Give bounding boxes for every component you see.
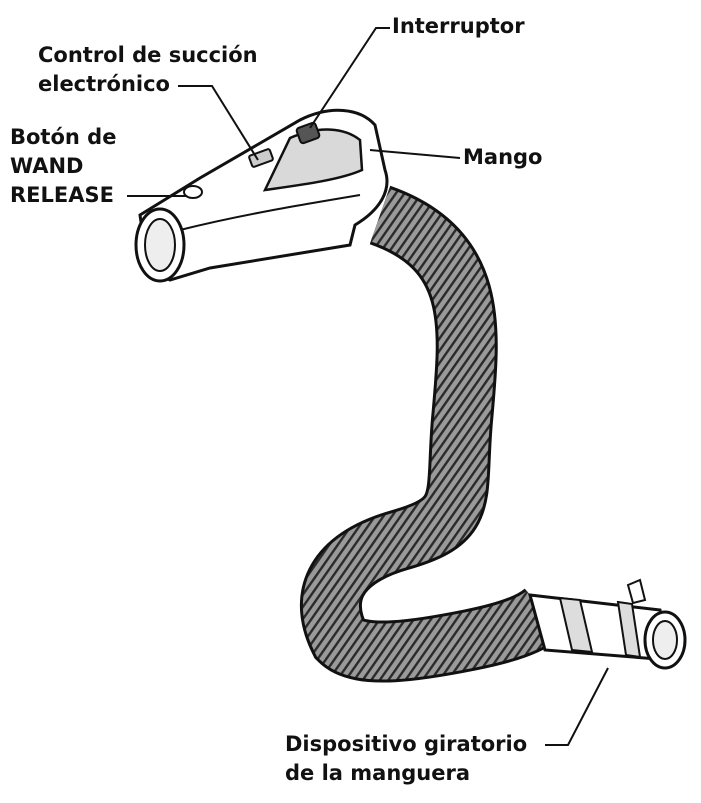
label-interruptor: Interruptor xyxy=(392,14,525,38)
label-dispositivo-line2: de la manguera xyxy=(285,761,470,785)
leader-dispositivo xyxy=(545,668,608,745)
label-mango: Mango xyxy=(463,145,542,169)
label-control-line2: electrónico xyxy=(38,72,170,96)
label-control-line1: Control de succión xyxy=(38,43,258,67)
wand-release-button xyxy=(184,186,202,198)
label-boton-line1: Botón de xyxy=(10,125,116,149)
hose-swivel xyxy=(530,580,685,668)
flexible-hose xyxy=(331,215,545,652)
label-boton-line2: WAND xyxy=(10,154,83,178)
leader-control xyxy=(178,86,258,160)
swivel-clip xyxy=(628,580,645,603)
label-dispositivo-line1: Dispositivo giratorio xyxy=(285,732,527,756)
label-boton-line3: RELEASE xyxy=(10,183,114,207)
